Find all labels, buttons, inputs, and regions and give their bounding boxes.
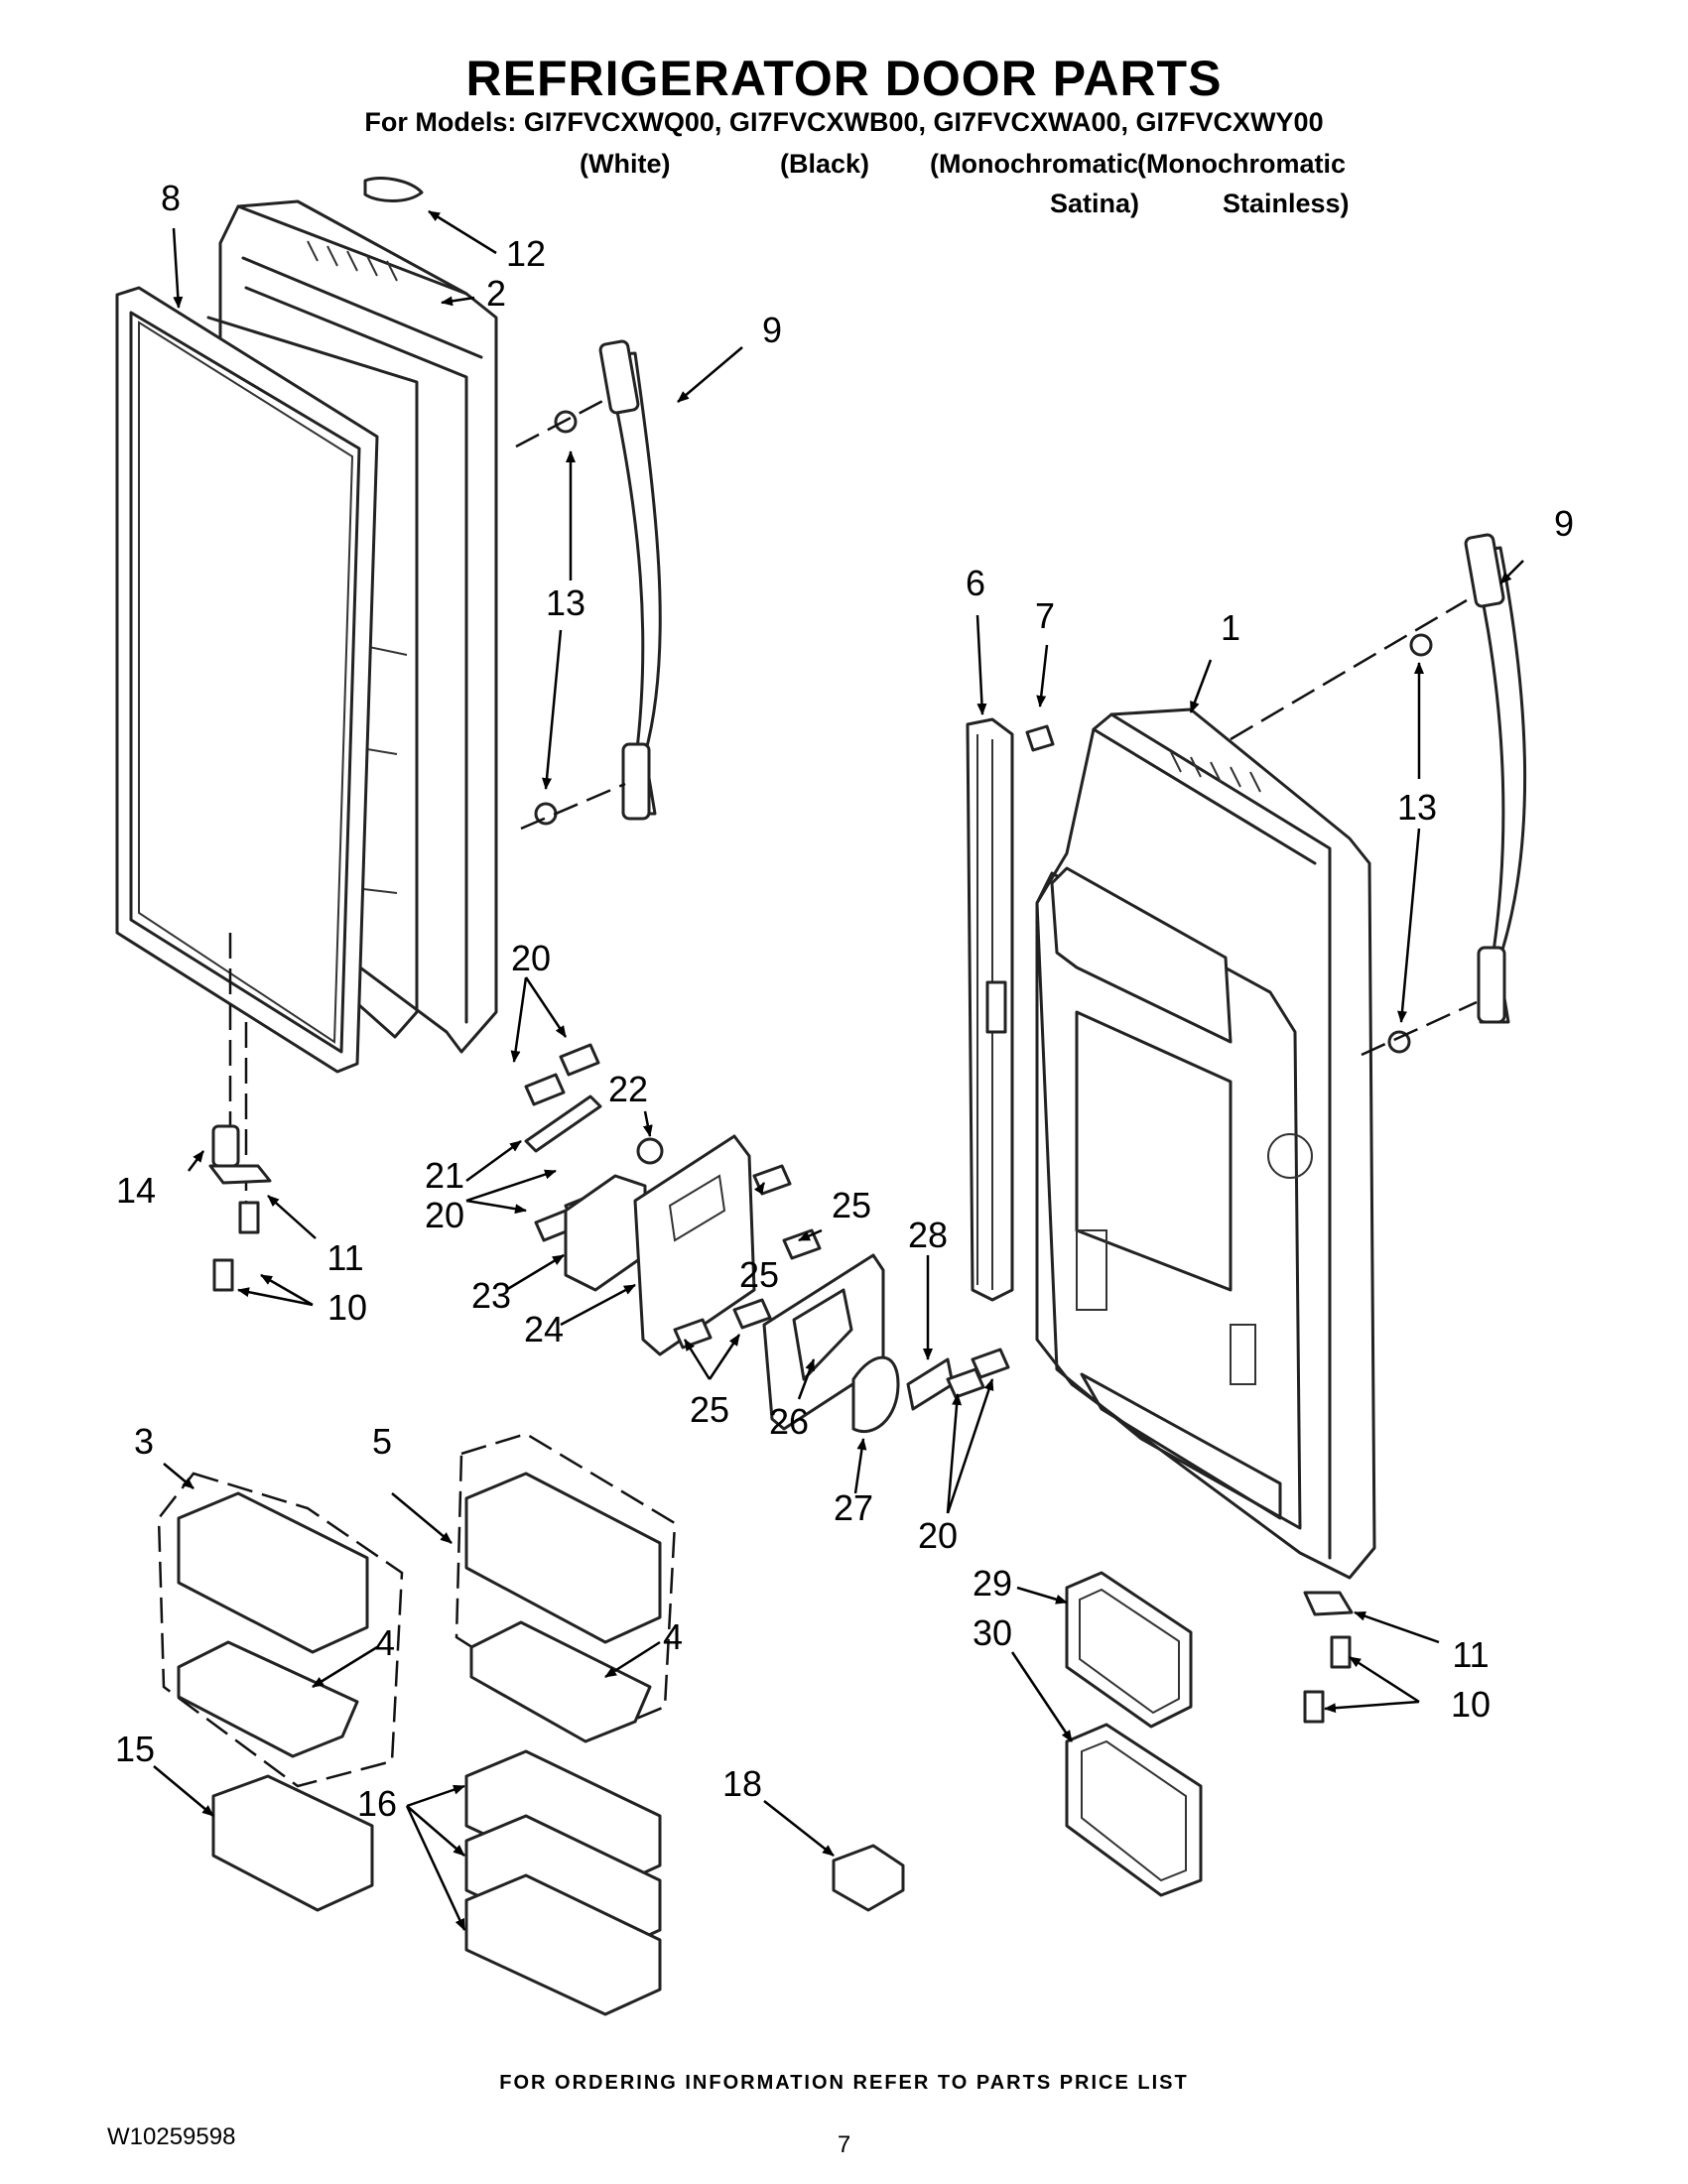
callout-20-top: 20 — [511, 938, 551, 978]
callout-7: 7 — [1035, 595, 1055, 636]
page-title: REFRIGERATOR DOOR PARTS — [465, 51, 1223, 106]
right-door-handle — [1230, 533, 1527, 1057]
callout-13-right: 13 — [1397, 787, 1437, 828]
variant-mono-stainless-line1: (Monochromatic — [1137, 149, 1347, 179]
callout-9-left: 9 — [762, 310, 782, 350]
dispenser-trim-pieces — [1065, 1571, 1203, 1897]
variant-mono-satina-line1: (Monochromatic — [930, 149, 1139, 179]
cap-part — [363, 177, 424, 202]
callout-29: 29 — [973, 1563, 1012, 1604]
callout-2: 2 — [486, 273, 506, 314]
callout-10-left: 10 — [327, 1287, 367, 1328]
callout-12: 12 — [506, 233, 546, 274]
document-number: W10259598 — [107, 2123, 236, 2150]
callout-13-left: 13 — [546, 582, 585, 623]
callout-4-right: 4 — [663, 1616, 683, 1657]
callout-25-c: 25 — [690, 1389, 729, 1430]
left-door-handle — [515, 339, 662, 831]
callout-6: 6 — [966, 563, 985, 603]
callout-26: 26 — [769, 1401, 809, 1442]
callout-28: 28 — [908, 1215, 948, 1255]
callout-25-a: 25 — [832, 1185, 871, 1225]
right-hinge-assembly — [1303, 1591, 1354, 1724]
callout-24: 24 — [524, 1309, 564, 1349]
callout-20-mid: 20 — [425, 1195, 464, 1235]
callout-11-left: 11 — [326, 1237, 363, 1278]
callout-27: 27 — [834, 1487, 873, 1528]
variant-mono-stainless-line2: Stainless) — [1223, 189, 1350, 218]
callout-leaders — [153, 209, 1524, 1931]
variant-black: (Black) — [780, 149, 870, 179]
callout-14: 14 — [116, 1170, 156, 1211]
callout-18: 18 — [722, 1763, 762, 1804]
variant-white: (White) — [580, 149, 671, 179]
page-number: 7 — [837, 2131, 851, 2158]
callout-16: 16 — [357, 1783, 397, 1824]
callout-30: 30 — [973, 1612, 1012, 1653]
door-bins — [157, 1432, 905, 2016]
mullion-bar — [966, 717, 1055, 1302]
callout-8: 8 — [161, 178, 181, 218]
callout-1: 1 — [1221, 607, 1240, 648]
ordering-note: FOR ORDERING INFORMATION REFER TO PARTS … — [499, 2072, 1189, 2094]
model-list: For Models: GI7FVCXWQ00, GI7FVCXWB00, GI… — [364, 107, 1324, 137]
callout-15: 15 — [115, 1729, 155, 1769]
callout-5: 5 — [372, 1421, 392, 1462]
callout-4-left: 4 — [375, 1622, 395, 1663]
callout-20-bottom: 20 — [918, 1515, 958, 1556]
right-door-assembly — [1035, 707, 1376, 1580]
callout-21: 21 — [425, 1155, 464, 1196]
door-gasket — [115, 286, 379, 1074]
callout-23: 23 — [471, 1275, 511, 1316]
variant-mono-satina-line2: Satina) — [1050, 189, 1140, 218]
callout-10-right: 10 — [1451, 1684, 1491, 1725]
callout-22: 22 — [608, 1069, 648, 1109]
left-hinge-assembly — [208, 933, 272, 1292]
callout-labels: 8 12 2 9 13 9 6 7 1 13 20 22 21 20 14 11… — [115, 178, 1574, 1824]
callout-25-b: 25 — [739, 1254, 779, 1295]
callout-3: 3 — [134, 1421, 154, 1462]
callout-9-right: 9 — [1554, 503, 1574, 544]
callout-11-right: 11 — [1452, 1634, 1489, 1675]
